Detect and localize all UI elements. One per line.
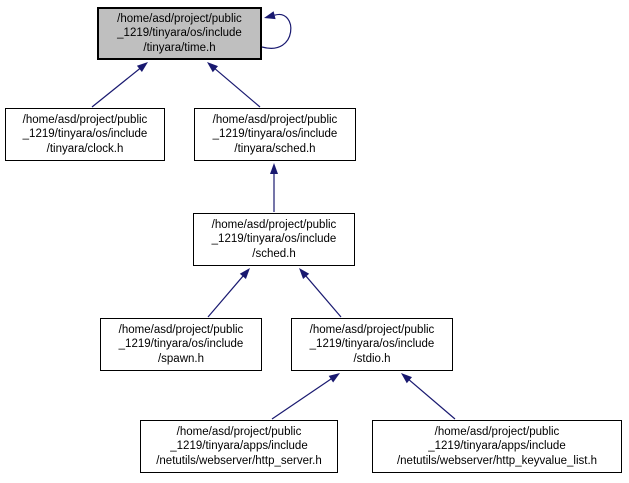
edge-http-server-to-stdio [271,373,340,420]
graph-node-tinyara-clock-h[interactable]: /home/asd/project/public _1219/tinyara/o… [5,108,165,161]
edge-sched-to-tinyara-sched [270,163,278,212]
edge-stdio-to-sched [299,268,342,318]
edge-tinyara-sched-to-time [207,62,261,108]
graph-node-stdio-h[interactable]: /home/asd/project/public _1219/tinyara/o… [291,318,453,371]
graph-node-http-server-h[interactable]: /home/asd/project/public _1219/tinyara/a… [140,420,338,473]
graph-node-tinyara-time-h[interactable]: /home/asd/project/public _1219/tinyara/o… [97,7,262,60]
edge-time-self-loop [261,11,292,49]
graph-node-spawn-h[interactable]: /home/asd/project/public _1219/tinyara/o… [100,318,262,371]
edge-http-keyvalue-list-to-stdio [401,373,456,420]
edge-spawn-to-sched [207,268,250,318]
edge-clock-to-time [91,62,148,108]
graph-node-tinyara-sched-h[interactable]: /home/asd/project/public _1219/tinyara/o… [194,108,356,161]
graph-node-os-sched-h[interactable]: /home/asd/project/public _1219/tinyara/o… [193,213,355,266]
graph-node-http-keyvalue-list-h[interactable]: /home/asd/project/public _1219/tinyara/a… [372,420,622,473]
